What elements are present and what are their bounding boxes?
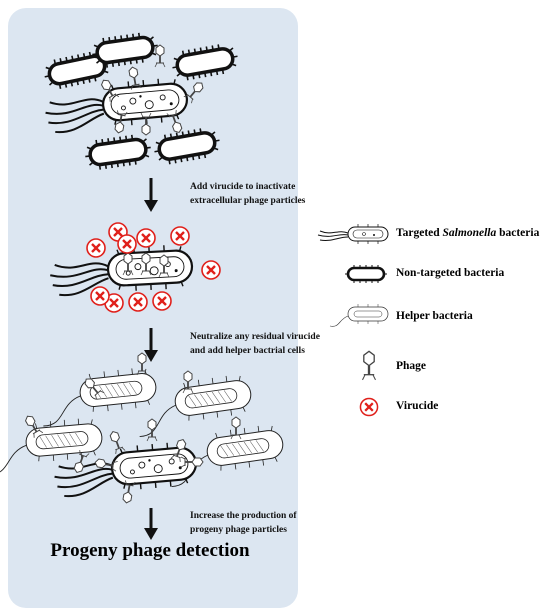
virucide-icon — [151, 290, 173, 312]
phage-icon — [136, 352, 148, 376]
helper-bacteria-icon — [329, 303, 389, 327]
virucide-icon — [135, 227, 157, 249]
step-1-label: Add virucide to inactivate extracellular… — [190, 182, 306, 206]
arrow-step1 — [144, 178, 158, 212]
non-targeted-bacterium — [168, 39, 242, 85]
phage-icon — [107, 428, 127, 455]
arrow-step2 — [144, 328, 158, 362]
non-targeted-bacteria-icon — [343, 263, 389, 285]
virucide-icon — [89, 285, 111, 307]
legend-phage-label: Phage — [396, 360, 427, 372]
step-2-label: Neutralize any residual virucide and add… — [190, 332, 320, 356]
phage-icon — [154, 44, 166, 68]
legend-targeted-label: Targeted Salmonella bacteria — [396, 227, 539, 239]
stage2-cells — [47, 221, 222, 314]
non-targeted-bacterium — [81, 130, 155, 174]
non-targeted-bacterium — [150, 123, 224, 169]
phage-icon — [146, 418, 158, 442]
legend-targeted-italic: Salmonella — [442, 227, 497, 239]
final-detection-label: Progeny phage detection — [50, 540, 250, 561]
legend-non-targeted-label: Non-targeted bacteria — [396, 267, 505, 279]
legend-virucide-label: Virucide — [396, 400, 439, 412]
stage1-cells — [39, 28, 242, 174]
virucide-icon — [169, 225, 191, 247]
phage-icon — [71, 449, 91, 476]
virucide-icon — [200, 259, 222, 281]
legend-helper-label: Helper bacteria — [396, 310, 473, 322]
virucide-icon — [85, 237, 107, 259]
virucide-icon — [116, 233, 138, 255]
stage3-cells — [0, 352, 288, 505]
legend-targeted-prefix: Targeted — [396, 227, 443, 239]
phage-icon — [361, 350, 377, 382]
arrow-step3 — [144, 508, 158, 540]
targeted-bacteria-icon — [317, 223, 389, 245]
step-3-label: Increase the production of progeny phage… — [190, 511, 297, 535]
virucide-icon — [359, 397, 379, 417]
virucide-icon — [127, 291, 149, 313]
helper-bacterium — [37, 365, 160, 427]
legend-targeted-suffix: bacteria — [496, 227, 540, 239]
